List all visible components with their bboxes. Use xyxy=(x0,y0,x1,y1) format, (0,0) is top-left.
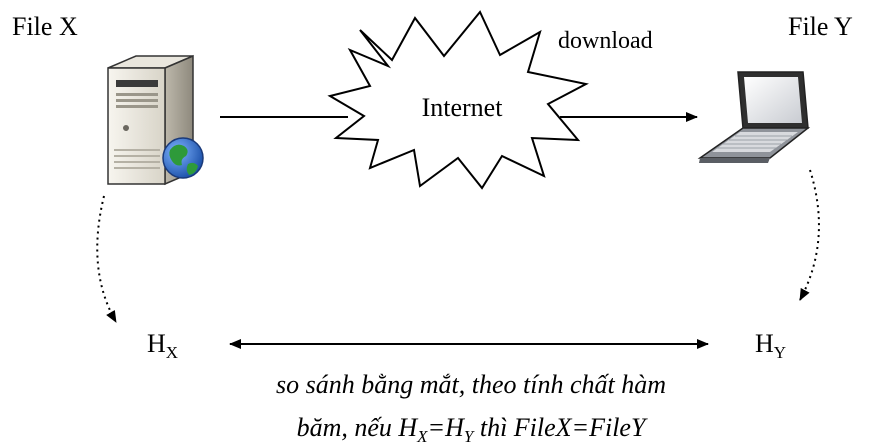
hash-x-label: HX xyxy=(147,329,178,362)
internet-label: Internet xyxy=(422,93,504,122)
globe-icon xyxy=(162,137,204,179)
file-x-label: File X xyxy=(12,12,78,41)
file-y-label: File Y xyxy=(788,12,853,41)
caption-line-2: băm, nếu HX=HY thì FileX=FileY xyxy=(297,413,648,446)
laptop-icon xyxy=(697,71,811,163)
caption-line-1: so sánh bằng mắt, theo tính chất hàm xyxy=(276,370,666,399)
download-label: download xyxy=(558,28,653,54)
laptop-to-hy-dotted-arrow xyxy=(799,169,820,301)
internet-cloud-icon xyxy=(327,10,589,190)
server-to-hx-dotted-arrow xyxy=(96,195,117,323)
hash-y-label: HY xyxy=(755,329,786,362)
